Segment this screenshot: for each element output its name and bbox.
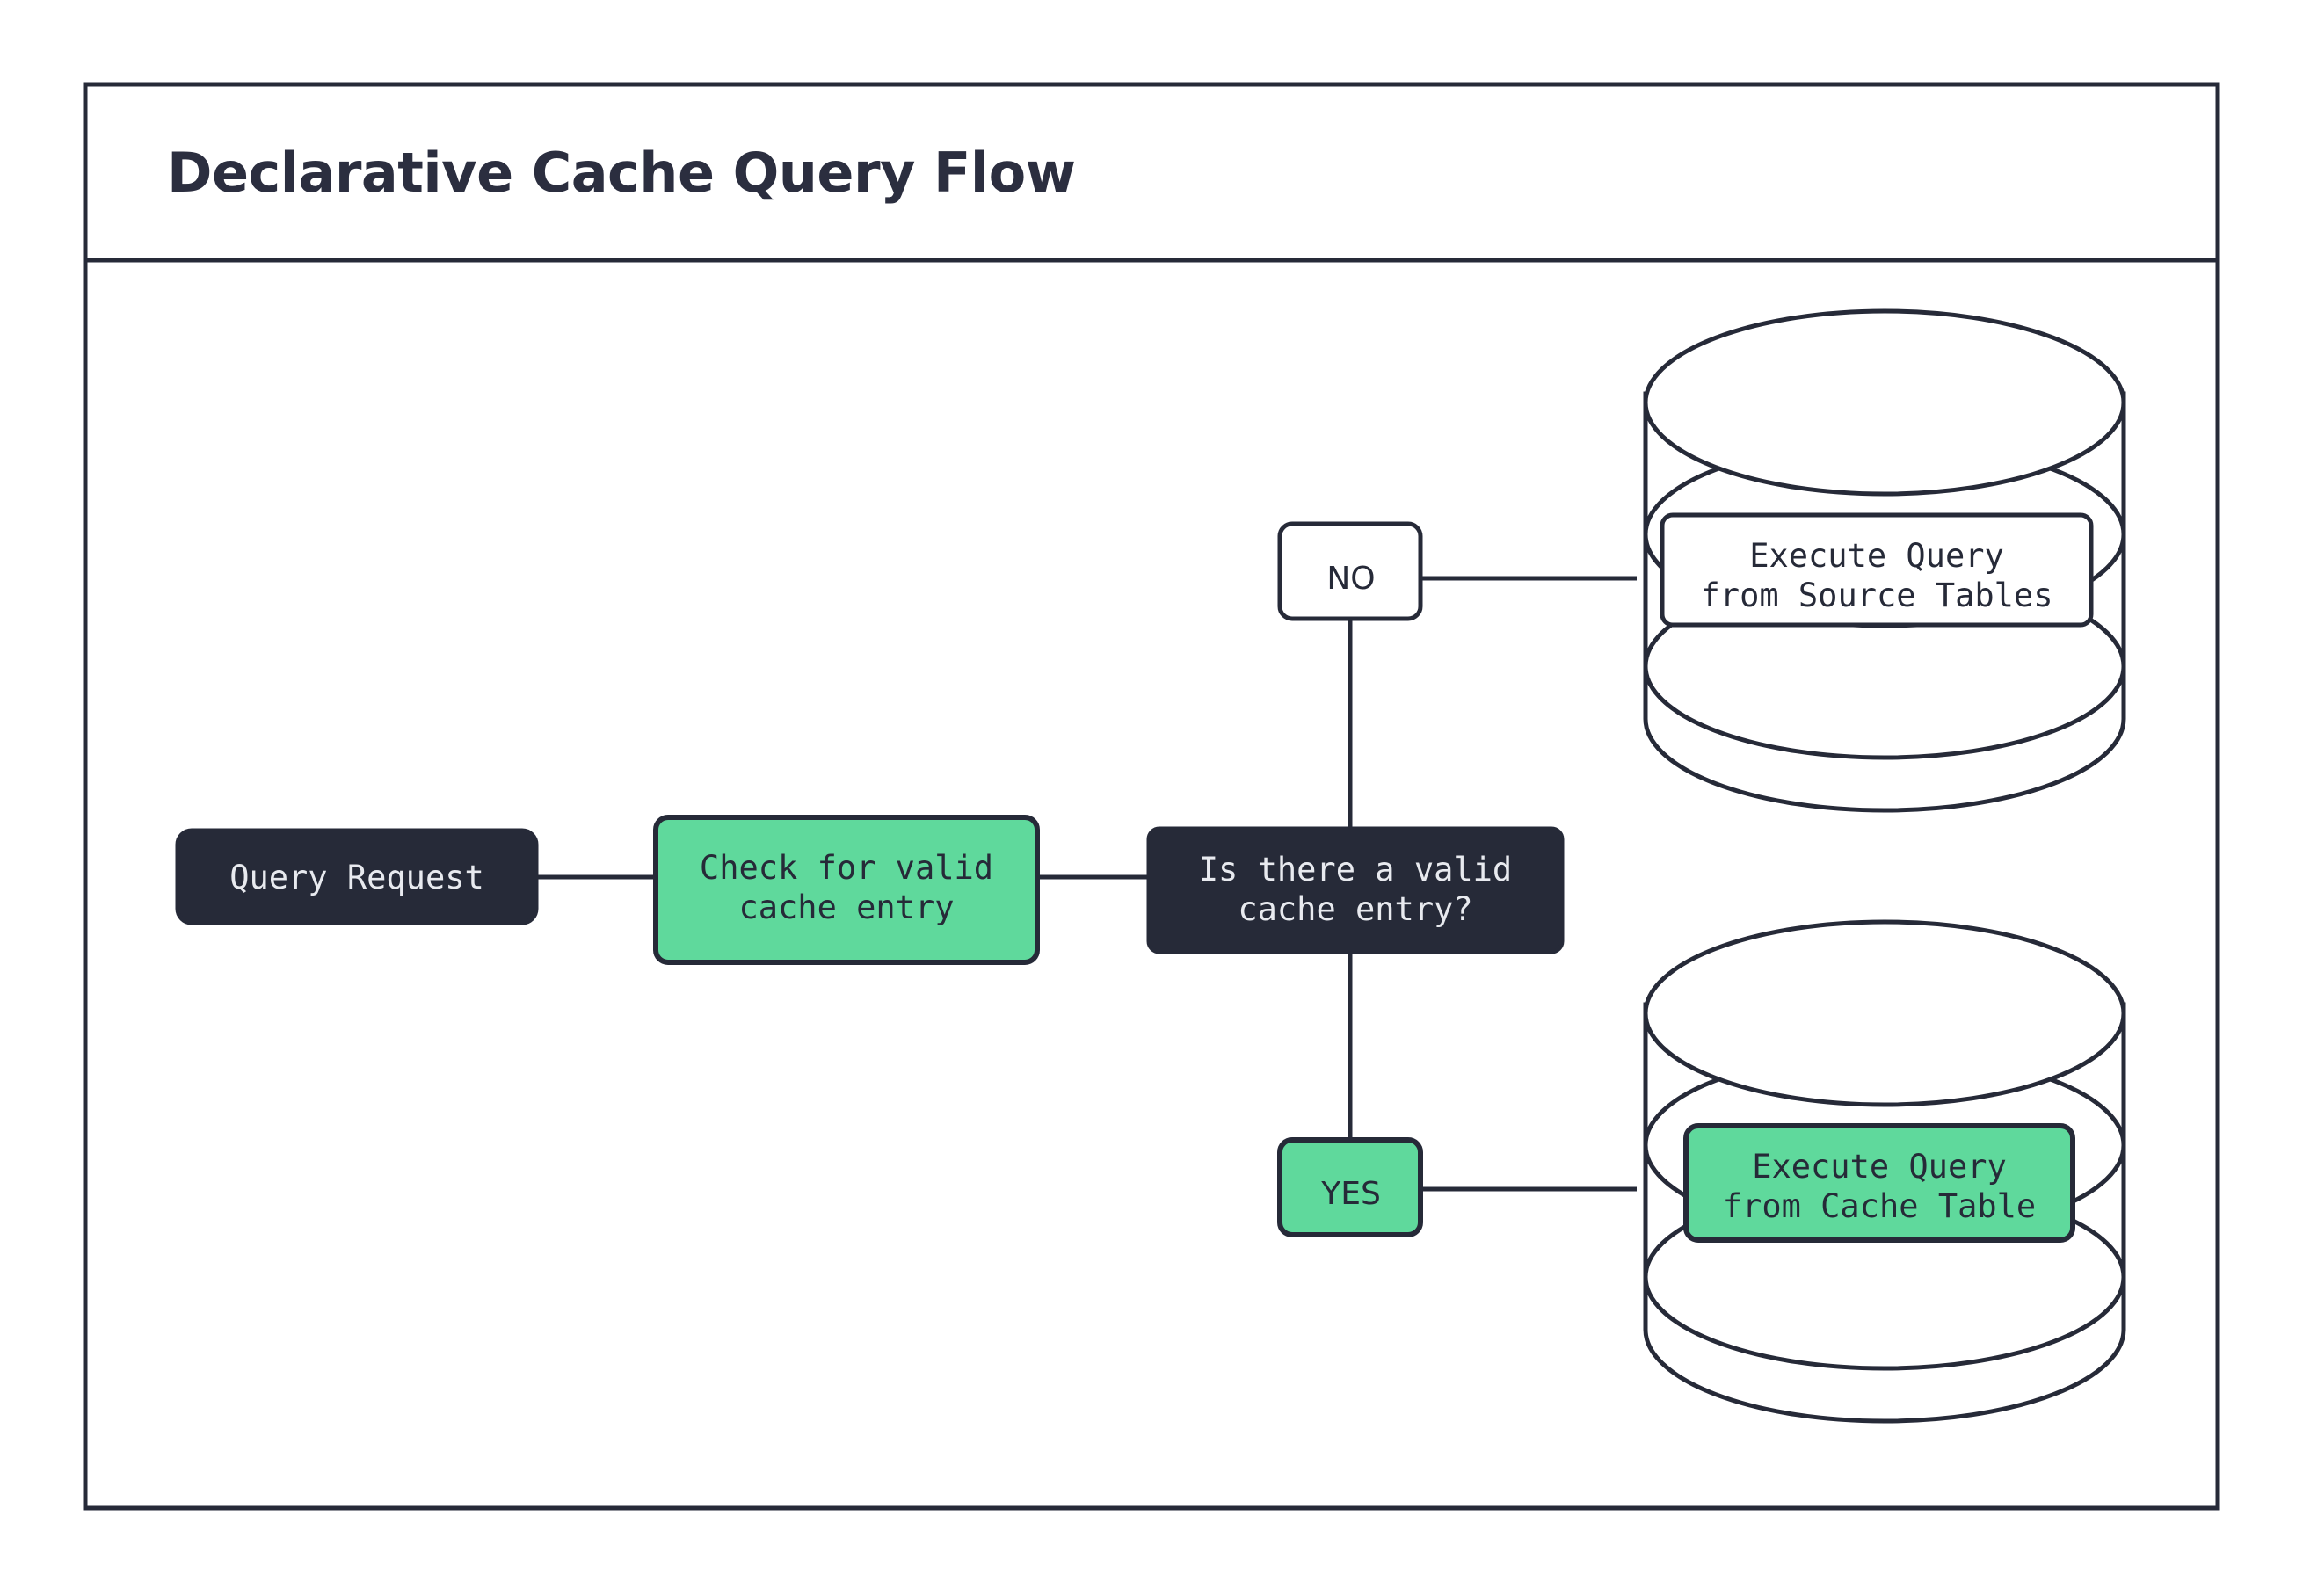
decision-box[interactable]: [1146, 826, 1565, 954]
check-cache-label-line2: cache entry: [738, 889, 954, 926]
cache-db-disc-1: [1643, 919, 2126, 1107]
source-db-disc-1: [1643, 308, 2126, 497]
check-cache-label-line1: Check for valid: [700, 849, 993, 887]
query-request-label: Query Request: [229, 859, 484, 896]
diagram-frame: [83, 82, 2220, 1511]
branch-label-no[interactable]: NO: [1277, 521, 1423, 621]
branch-yes-box[interactable]: [1277, 1137, 1423, 1237]
page-title: Declarative Cache Query Flow: [167, 141, 1076, 205]
source-db-label-line2: from Source Tables: [1701, 577, 2053, 614]
source-db-label-box[interactable]: [1660, 512, 2094, 628]
source-database-cylinder: Execute Query from Source Tables: [1643, 308, 2126, 813]
cache-db-label-line1: Execute Query: [1752, 1148, 2007, 1186]
decision-label-line2: cache entry?: [1238, 890, 1472, 928]
branch-yes-label: YES: [1320, 1176, 1381, 1212]
node-check-cache-entry[interactable]: Check for valid cache entry: [653, 815, 1040, 965]
check-cache-box[interactable]: [653, 815, 1040, 965]
cache-db-label-line2: from Cache Table: [1723, 1187, 2036, 1225]
branch-label-yes[interactable]: YES: [1277, 1137, 1423, 1237]
cache-database-cylinder: Execute Query from Cache Table: [1643, 919, 2126, 1424]
decision-label-line1: Is there a valid: [1199, 851, 1512, 889]
source-db-label-line1: Execute Query: [1749, 537, 2004, 575]
node-query-request[interactable]: Query Request: [175, 828, 539, 925]
branch-no-box[interactable]: [1277, 521, 1423, 621]
node-decision-valid-cache[interactable]: Is there a valid cache entry?: [1146, 826, 1565, 954]
cache-db-label-box[interactable]: [1683, 1123, 2075, 1243]
query-request-box[interactable]: [175, 828, 539, 925]
branch-no-label: NO: [1326, 561, 1375, 597]
